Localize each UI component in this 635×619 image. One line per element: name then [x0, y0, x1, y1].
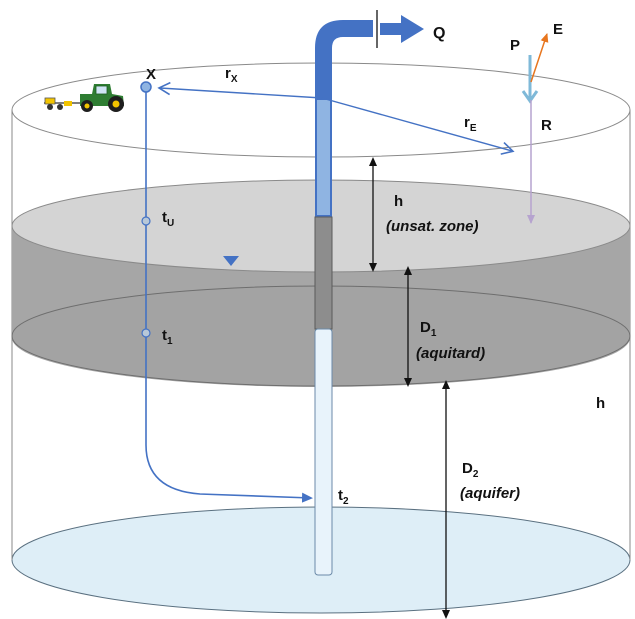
label-h-unsat: h: [394, 193, 403, 210]
label-r: R: [541, 117, 552, 134]
rx-line: [157, 81, 323, 99]
label-t2: t2: [338, 487, 349, 507]
label-rx: rX: [225, 65, 238, 85]
re-line: [321, 97, 515, 155]
label-h-right: h: [596, 395, 605, 412]
label-t1: t1: [162, 327, 173, 347]
label-p: P: [510, 37, 520, 54]
flow-arrow-icon: [380, 15, 424, 43]
label-d2: D2: [462, 460, 479, 480]
label-e: E: [553, 21, 563, 38]
well-casing-light: [317, 100, 330, 215]
label-x: X: [146, 66, 156, 83]
well-aquitard-section: [314, 216, 333, 330]
point-x: [140, 81, 152, 93]
well-screen: [314, 328, 333, 576]
well-elbow: [315, 20, 373, 96]
water-table-icon: [223, 256, 239, 266]
label-q: Q: [433, 25, 445, 42]
evap-arrow: [530, 33, 549, 83]
tractor-icon: [44, 84, 124, 112]
label-tu: tU: [162, 209, 174, 229]
label-aquitard: (aquitard): [416, 345, 485, 362]
label-aquifer: (aquifer): [460, 485, 520, 502]
pathline: [145, 86, 313, 503]
label-d1: D1: [420, 319, 437, 339]
label-re: rE: [464, 114, 477, 134]
point-tu: [141, 216, 151, 226]
point-t1: [141, 328, 151, 338]
label-unsat-zone: (unsat. zone): [386, 218, 479, 235]
